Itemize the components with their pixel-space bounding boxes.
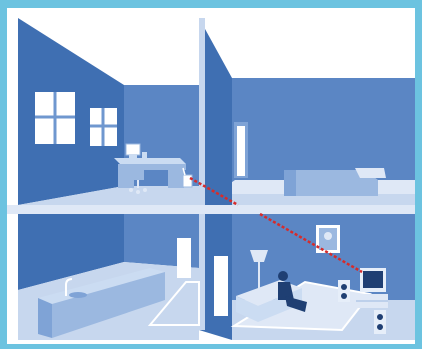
- bedroom-back-wall: [228, 78, 415, 186]
- kitchen-room: [18, 214, 199, 340]
- floor-slab: [7, 205, 415, 214]
- living-doorway: [214, 256, 228, 316]
- office-window-left: [35, 92, 75, 144]
- office-window-right: [90, 108, 117, 146]
- wall-picture-icon: [316, 225, 340, 253]
- living-room: [214, 214, 415, 340]
- bedroom-room: [205, 78, 415, 205]
- speaker-left-icon: [338, 280, 350, 302]
- television-icon: [360, 268, 386, 292]
- tv-stand: [356, 294, 388, 308]
- kitchen-doorway: [177, 238, 191, 278]
- bed-icon: [284, 168, 386, 196]
- bedroom-doorway: [234, 122, 248, 178]
- speaker-right-icon: [374, 310, 386, 334]
